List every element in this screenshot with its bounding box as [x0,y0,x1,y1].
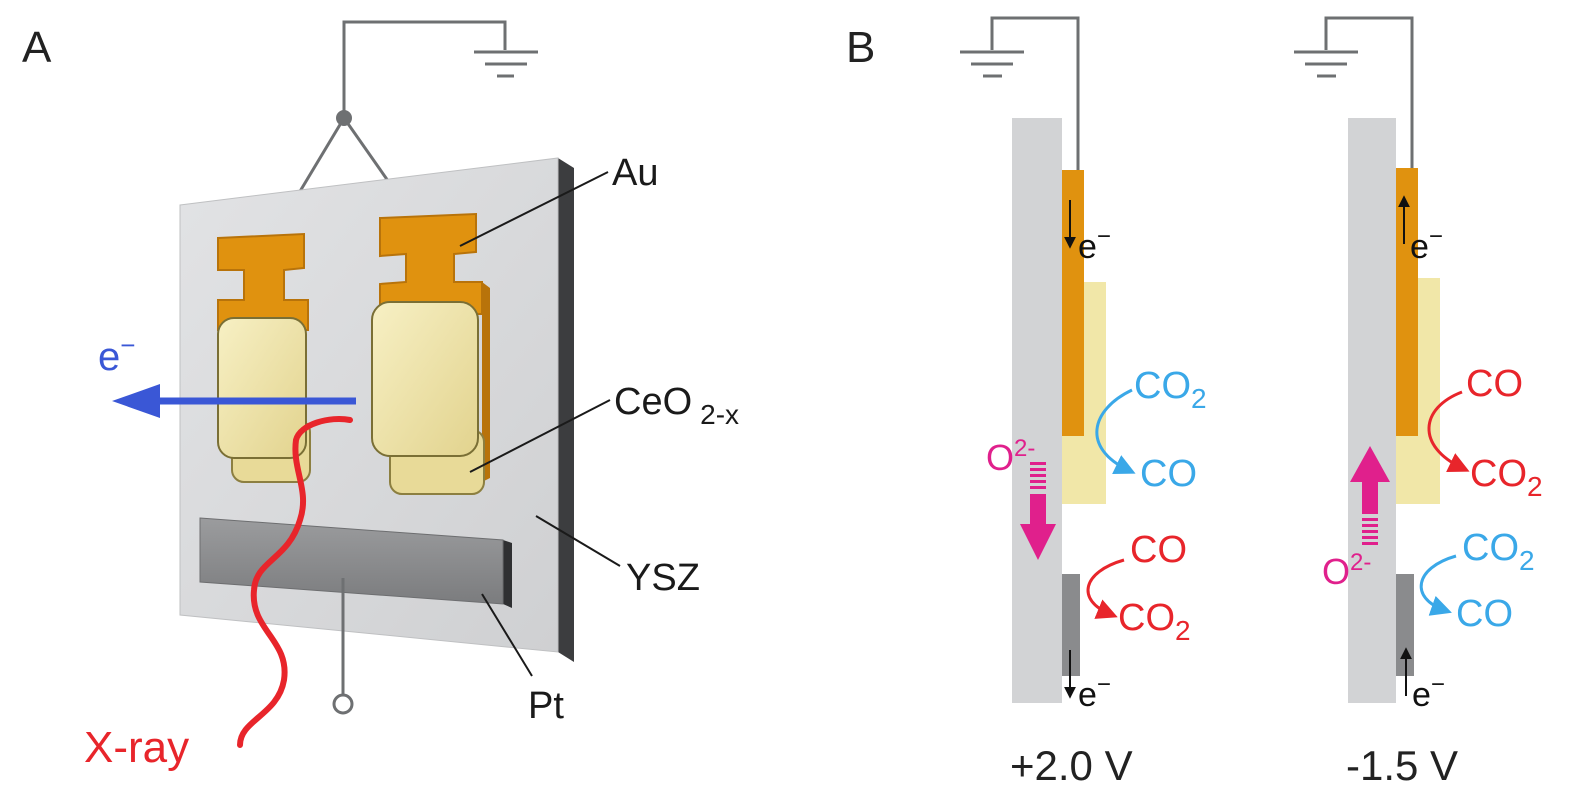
electron-label-bottom-positive: e− [1078,671,1111,714]
wire-junction [336,110,352,126]
au-layer-negative [1396,168,1418,436]
electron-label-bottom-negative: e− [1412,671,1445,714]
ysz-bar-negative [1348,118,1396,703]
ceo2-pad-right [371,301,485,495]
oxygen-ion-label-negative: O2- [1322,549,1371,592]
cell-positive: e− e− CO2 CO O2- CO CO2 +2.0 V [960,16,1207,789]
lower-reactant-positive: CO [1130,529,1187,571]
label-ysz: YSZ [626,557,700,599]
voltage-positive: +2.0 V [1010,742,1133,789]
oxygen-ion-arrow-negative [1350,446,1390,545]
pt-probe-wire [332,578,354,715]
electron-label-top-positive: e− [1078,223,1111,266]
electron-label-a: e− [98,330,135,379]
panel-b-letter: B [846,23,875,72]
photoelectron-arrow [112,384,356,418]
upper-reaction-arrow-positive [1095,388,1136,475]
ground-wire-negative [1294,16,1414,170]
au-electrode-right [379,212,490,482]
upper-product-negative: CO2 [1470,453,1543,502]
upper-product-positive: CO [1140,453,1197,495]
pt-electrode [199,517,512,608]
label-pt: Pt [528,685,564,727]
lower-reactant-negative: CO2 [1462,527,1535,576]
lower-reaction-arrow-negative [1419,554,1457,616]
oxygen-ion-label-positive: O2- [986,435,1035,478]
panel-a-letter: A [22,23,52,72]
pt-layer-positive [1062,574,1080,676]
au-electrode-left [217,232,309,331]
ysz-bar-positive [1012,118,1062,703]
voltage-negative: -1.5 V [1346,742,1458,789]
label-xray: X-ray [84,723,189,772]
panel-b: B e− e− CO2 CO O2- [846,16,1543,789]
lower-reaction-arrow-positive [1086,558,1125,619]
callout-lines-a [459,171,621,677]
upper-reactant-positive: CO2 [1134,365,1207,414]
ground-wire-positive [960,16,1080,170]
electron-label-top-negative: e− [1410,223,1443,266]
oxygen-ion-arrow-positive [1020,462,1056,560]
panel-a: A [22,20,739,772]
xray-wave [237,416,353,748]
lower-product-positive: CO2 [1118,597,1191,646]
ceo2-pad-left [217,317,311,483]
lower-product-negative: CO [1456,593,1513,635]
label-au: Au [612,152,658,194]
upper-reactant-negative: CO [1466,363,1523,405]
upper-reaction-arrow-negative [1427,390,1470,473]
cell-negative: e− e− CO CO2 O2- CO2 CO -1.5 V [1294,16,1543,789]
au-layer-positive [1062,170,1084,436]
